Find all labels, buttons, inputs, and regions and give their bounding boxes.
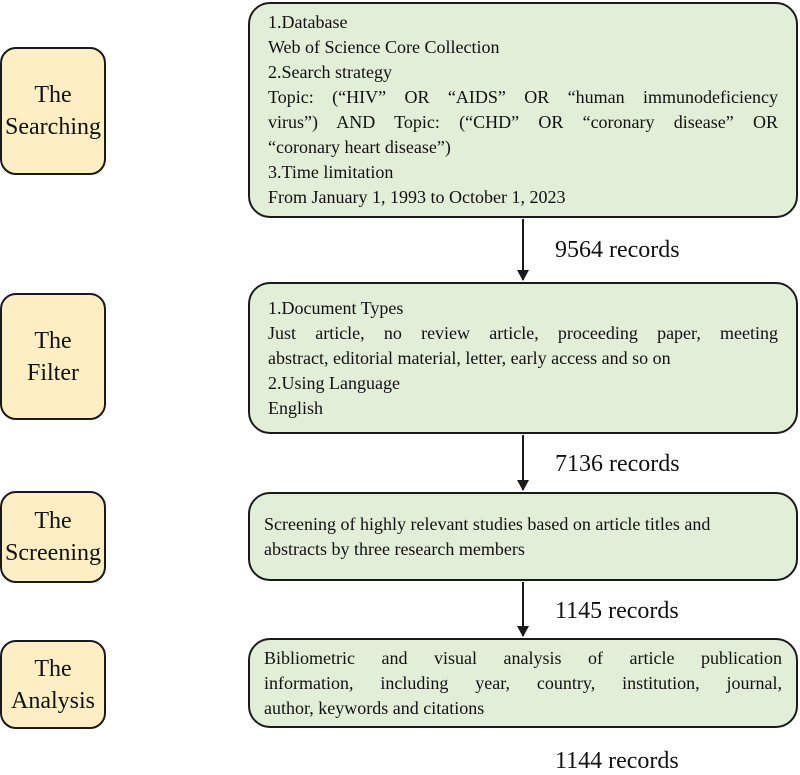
arrow-filter-to-screening (517, 435, 529, 491)
stage-screening-line1: The (34, 508, 72, 534)
searching-line-4: Topic: (“HIV” OR “AIDS” OR “human immuno… (268, 87, 778, 107)
arrow-searching-to-filter (517, 219, 529, 281)
stage-searching-line1: The (34, 82, 72, 108)
searching-line-5: virus”) AND Topic: (“CHD” OR “coronary d… (268, 112, 778, 132)
filter-line-5: English (268, 397, 324, 418)
analysis-line-1: Bibliometric and visual analysis of arti… (264, 647, 782, 668)
stage-analysis: The Analysis (0, 640, 106, 729)
analysis-line-2: information, including year, country, in… (264, 672, 782, 693)
stage-filter-line2: Filter (27, 359, 79, 386)
record-count-screening: 1145 records (555, 598, 679, 624)
filter-line-2: Just article, no review article, proceed… (268, 322, 778, 343)
screening-details-box: Screening of highly relevant studies bas… (248, 492, 798, 581)
analysis-details-box: Bibliometric and visual analysis of arti… (248, 638, 798, 728)
filter-line-1: 1.Document Types (268, 297, 404, 318)
record-count-filter: 7136 records (555, 451, 680, 477)
record-count-searching: 9564 records (555, 237, 680, 263)
searching-line-3: 2.Search strategy (268, 62, 392, 82)
searching-line-6: “coronary heart disease”) (268, 137, 451, 157)
filter-line-3: abstract, editorial material, letter, ea… (268, 347, 671, 368)
arrow-screening-to-analysis (517, 582, 529, 637)
filter-line-4: 2.Using Language (268, 372, 400, 393)
stage-filter: The Filter (0, 293, 106, 420)
filter-details-box: 1.Document Types Just article, no review… (248, 282, 798, 434)
record-count-analysis: 1144 records (555, 748, 679, 774)
stage-screening: The Screening (0, 491, 106, 583)
screening-line-2: abstracts by three research members (264, 538, 525, 559)
stage-screening-line2: Screening (5, 540, 101, 566)
stage-filter-line1: The (34, 327, 72, 354)
searching-line-1: 1.Database (268, 12, 348, 32)
searching-line-8: From January 1, 1993 to October 1, 2023 (268, 187, 566, 207)
stage-analysis-line2: Analysis (11, 687, 95, 714)
searching-line-2: Web of Science Core Collection (268, 37, 500, 57)
analysis-line-3: author, keywords and citations (264, 697, 485, 718)
screening-line-1: Screening of highly relevant studies bas… (264, 513, 711, 534)
stage-searching-line2: Searching (5, 114, 101, 140)
searching-details-box: 1.Database Web of Science Core Collectio… (248, 2, 798, 218)
searching-line-7: 3.Time limitation (268, 162, 394, 182)
stage-analysis-line1: The (34, 655, 72, 682)
stage-searching: The Searching (0, 47, 106, 175)
